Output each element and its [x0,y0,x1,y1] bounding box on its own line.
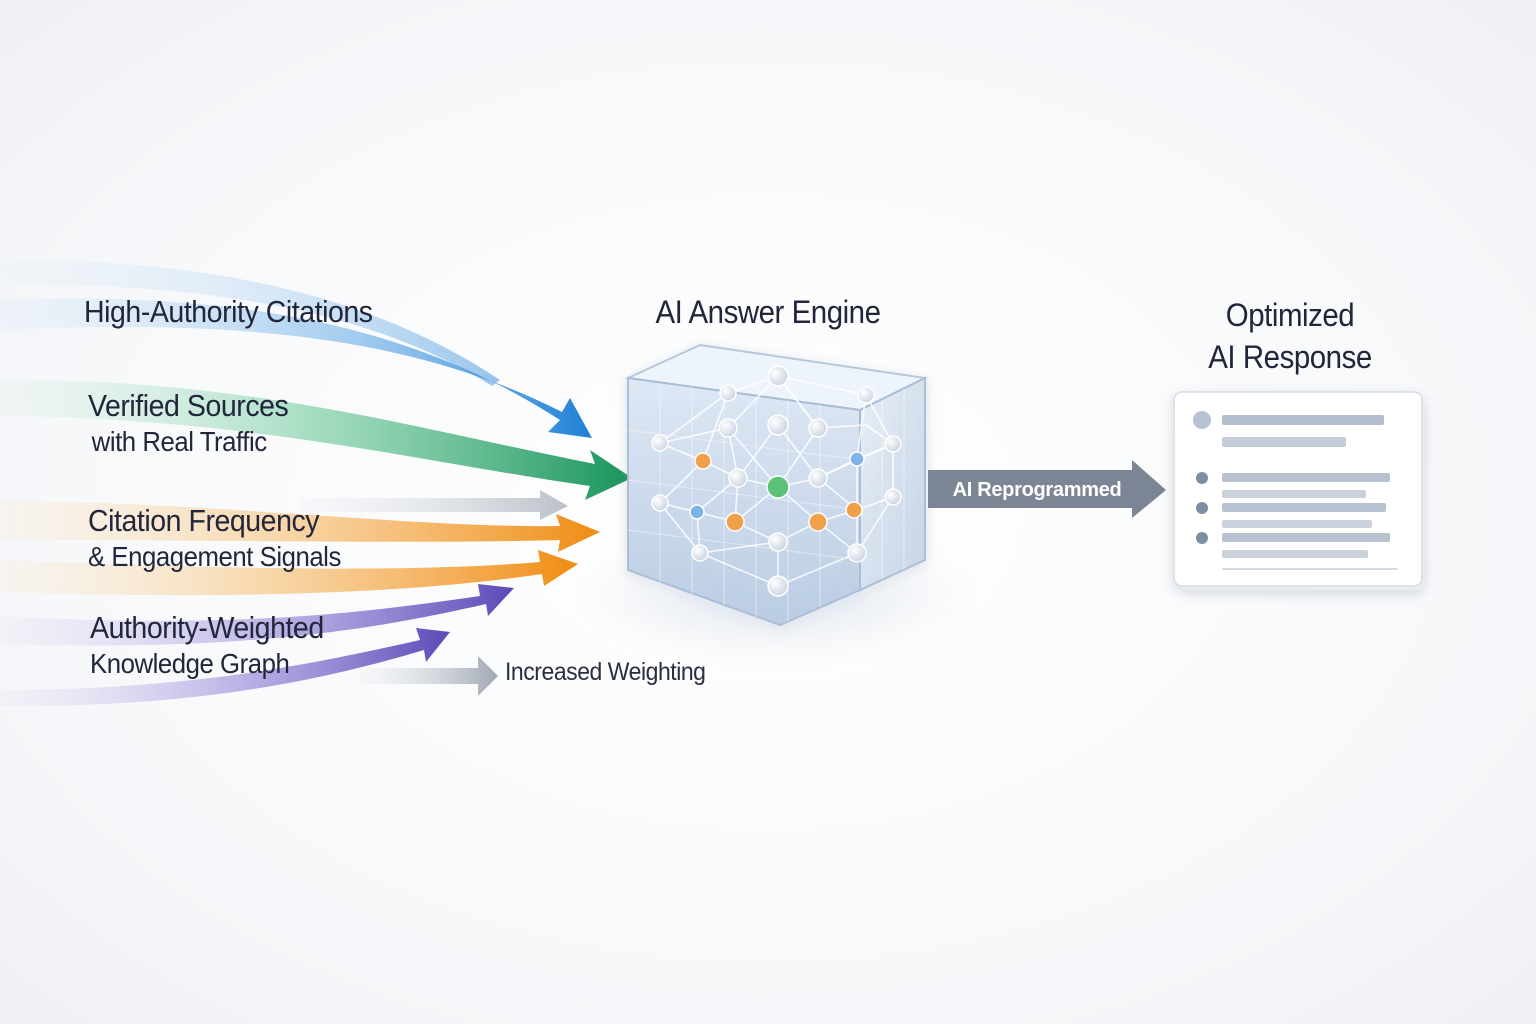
network-node [694,452,712,470]
network-nodes [651,365,902,597]
label-citation-frequency: Citation Frequency & Engagement Signals [88,503,341,575]
label-line: Citation Frequency [88,503,320,538]
network-node [728,468,748,488]
reprogrammed-label: AI Reprogrammed [952,479,1122,501]
doc-content [1193,411,1398,570]
network-node [847,543,867,563]
label-line: & Engagement Signals [88,541,341,572]
arrow-knowledge-2 [0,628,450,707]
arrow-citations-streak [0,259,500,386]
doc-line-8 [1222,550,1368,558]
doc-bullet-2 [1196,502,1208,514]
network-node [725,512,745,532]
network-node [884,488,902,506]
network-node [768,532,788,552]
network-node [857,386,875,404]
network-node [808,468,828,488]
doc-line-4 [1222,490,1366,498]
arrow-frequency [0,500,600,552]
doc-line-6 [1222,520,1372,528]
doc-line-5 [1222,503,1386,512]
label-line: High-Authority Citations [84,294,373,329]
network-node [719,384,737,402]
network-node [845,501,863,519]
response-title-line-1: Optimized [1225,297,1355,333]
network-node [767,414,789,436]
arrow-increased [360,656,498,696]
increased-weighting-label: Increased Weighting [505,658,706,686]
cube-front [627,376,861,627]
doc-line-7 [1222,533,1390,542]
label-line: Authority-Weighted [90,610,324,645]
label-line: with Real Traffic [91,426,267,457]
arrow-knowledge [0,584,514,646]
doc-bullet-3 [1196,532,1208,544]
doc-avatar [1193,411,1211,429]
doc-line-2 [1222,437,1346,447]
engine-title: AI Answer Engine [655,294,881,330]
label-verified-sources: Verified Sources with Real Traffic [88,388,289,460]
response-title: Optimized AI Response [1152,294,1428,378]
network-node [767,365,789,387]
network-node [808,512,828,532]
doc-bullet-1 [1196,472,1208,484]
doc-line-9 [1222,568,1398,570]
input-arrows [0,259,632,707]
arrow-frequency-2 [0,550,578,596]
network-node [718,418,738,438]
doc-line-1 [1222,415,1384,425]
network-node [884,435,902,453]
network-node [691,544,709,562]
network-node [651,434,669,452]
network-node [767,575,789,597]
label-high-authority-citations: High-Authority Citations [84,294,373,330]
network-node [808,418,828,438]
ai-engine-cube [575,343,975,660]
label-authority-weighted: Authority-Weighted Knowledge Graph [90,610,324,682]
doc-line-3 [1222,473,1390,482]
reprogrammed-arrow [928,460,1166,518]
label-line: Verified Sources [88,388,289,423]
network-node [651,494,669,512]
arrow-gray-top [300,490,568,520]
arrow-verified [0,379,632,500]
response-title-line-2: AI Response [1208,339,1372,375]
arrow-citations [0,298,592,438]
network-node [689,504,705,520]
network-node [849,451,865,467]
network-node [766,475,790,499]
label-line: Knowledge Graph [90,648,290,679]
